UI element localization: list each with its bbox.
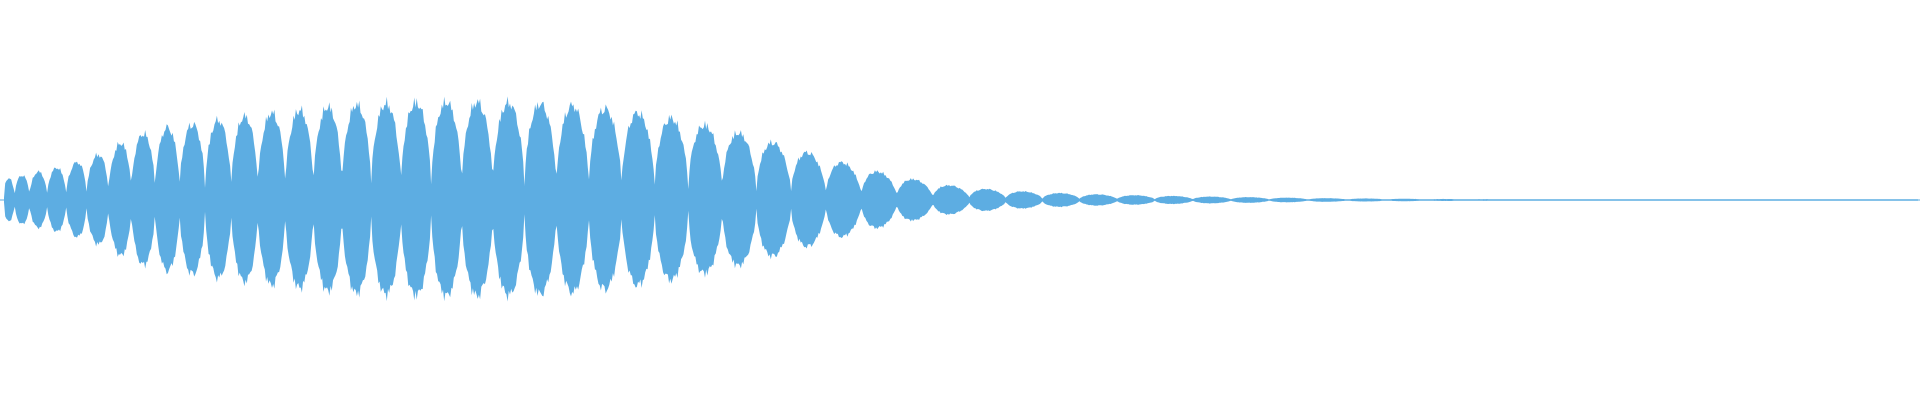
waveform-shape xyxy=(4,96,1918,302)
